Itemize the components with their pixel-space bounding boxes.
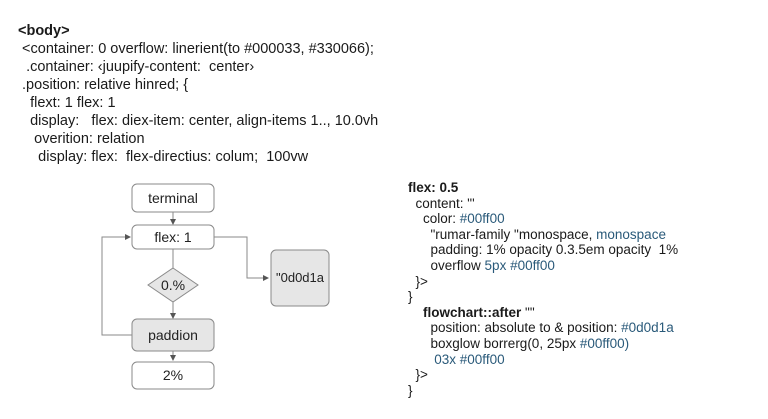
- node-terminal-label: terminal: [148, 190, 198, 206]
- node-side: "0d0d1a: [270, 249, 330, 307]
- connector-flex-side: [214, 236, 269, 281]
- code-line: flext: 1 flex: 1: [18, 94, 378, 112]
- code-selector: flowchart::after: [423, 304, 522, 320]
- code-line: overflow 5px #00ff00: [430, 257, 555, 273]
- connector-loop-back: [101, 234, 132, 336]
- code-text: flext: 1 flex: 1: [30, 95, 116, 111]
- code-value: #00ff00): [579, 335, 630, 351]
- node-flex-label: flex: 1: [154, 229, 192, 245]
- code-value: #0d0d1a: [621, 320, 674, 336]
- code-line: display: flex: flex-directius: colum; 10…: [18, 148, 378, 166]
- node-flex: flex: 1: [131, 224, 215, 250]
- code-text: display: flex: diex-item: center, align-…: [30, 113, 379, 129]
- code-line: }>: [415, 273, 428, 289]
- top-code-block: <body> <container: 0 overflow: linerient…: [18, 22, 378, 166]
- node-end-label: 2%: [163, 367, 183, 383]
- node-terminal: terminal: [131, 183, 215, 213]
- node-end: 2%: [131, 361, 215, 390]
- code-text: .position: relative hinred; {: [22, 77, 189, 93]
- code-text: <body>: [18, 23, 70, 39]
- code-line: color: #00ff00: [423, 211, 505, 227]
- node-decision-label: 0.%: [161, 277, 185, 293]
- code-value: 5px #00ff00: [484, 257, 555, 273]
- code-line: display: flex: diex-item: center, align-…: [18, 112, 378, 130]
- code-line: content: "': [415, 195, 475, 211]
- code-line: boxglow borrerg(0, 25px #00ff00): [430, 335, 630, 351]
- code-line: }: [408, 289, 413, 305]
- node-padding-label: paddion: [148, 327, 198, 343]
- code-line: .container: ‹juupify-content: center›: [18, 58, 378, 76]
- code-line: 03x #00ff00: [408, 352, 678, 368]
- code-text: display: flex: flex-directius: colum; 10…: [38, 149, 309, 165]
- code-selector: flex: 0.5: [408, 180, 459, 195]
- right-code-block: flex: 0.5 content: "' color: #00ff00 "ru…: [408, 180, 678, 398]
- code-text: overition: relation: [34, 131, 145, 147]
- code-line: overition: relation: [18, 130, 378, 148]
- code-line: position: absolute to & position: #0d0d1…: [430, 320, 674, 336]
- code-line: <body>: [18, 22, 378, 40]
- code-line: "rumar-family "monospace, monospace: [430, 226, 666, 242]
- code-text: .container: ‹juupify-content: center›: [26, 59, 255, 75]
- code-text: <container: 0 overflow: linerient(to #00…: [22, 41, 374, 57]
- code-line: }: [408, 382, 413, 398]
- node-padding: paddion: [131, 318, 215, 352]
- code-value: monospace: [596, 226, 666, 242]
- code-value: #00ff00: [459, 211, 505, 227]
- code-line: }>: [415, 367, 428, 383]
- code-value: 03x #00ff00: [434, 351, 505, 367]
- node-decision: 0.%: [147, 267, 199, 303]
- code-line: padding: 1% opacity 0.3.5em opacity 1%: [430, 242, 679, 258]
- code-line: .position: relative hinred; {: [18, 76, 378, 94]
- code-line: flowchart::after "": [423, 304, 535, 320]
- node-side-label: "0d0d1a: [276, 270, 325, 285]
- code-line: <container: 0 overflow: linerient(to #00…: [18, 40, 378, 58]
